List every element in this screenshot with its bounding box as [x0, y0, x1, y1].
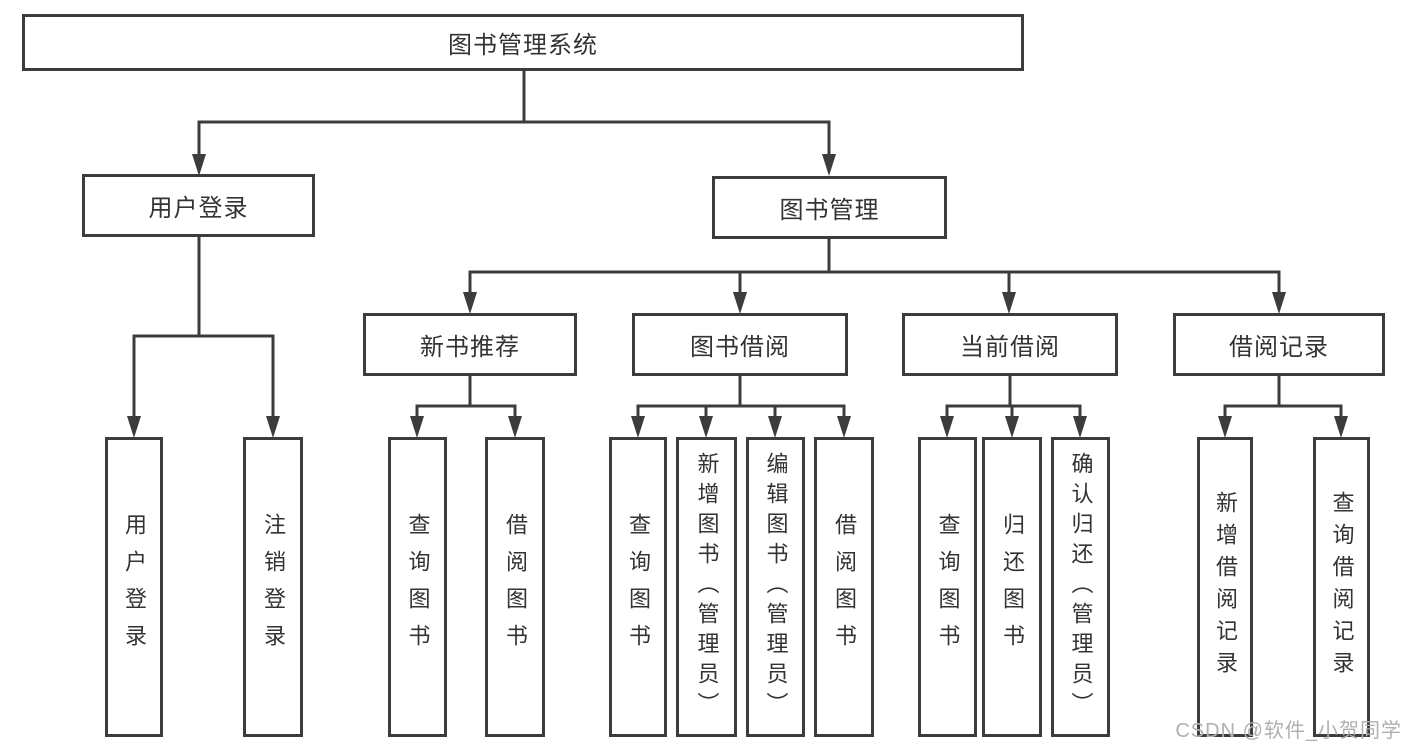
node-label: 借阅图书 [503, 513, 528, 661]
arrowhead-icon [410, 416, 424, 438]
connector-borrowing-children [636, 374, 846, 418]
leaf-current-query-books: 查询图书 [918, 437, 977, 737]
node-book-management: 图书管理 [712, 176, 947, 239]
connector-root-to-level1 [197, 69, 831, 156]
node-label: 查询图书 [626, 513, 651, 661]
node-label: 查询图书 [405, 513, 431, 661]
node-label: 编辑图书（管理员） [763, 452, 789, 722]
node-label: 用户登录 [122, 513, 147, 661]
node-label: 归还图书 [1000, 513, 1025, 661]
arrowhead-icon [266, 416, 280, 438]
node-user-login: 用户登录 [82, 174, 315, 237]
node-current-borrowing: 当前借阅 [902, 313, 1118, 376]
watermark: CSDN @软件_小贺同学 [1175, 720, 1402, 742]
leaf-current-confirm-return-admin: 确认归还（管理员） [1051, 437, 1110, 737]
leaf-logout: 注销登录 [243, 437, 303, 737]
node-label: 查询借阅记录 [1329, 491, 1355, 683]
node-label: 确认归还（管理员） [1068, 452, 1094, 722]
arrowhead-icon [127, 416, 141, 438]
connector-records-children [1223, 374, 1343, 418]
arrowhead-icon [768, 416, 782, 438]
connector-current-children [945, 374, 1082, 418]
leaf-borrowing-borrow-books: 借阅图书 [814, 437, 874, 737]
leaf-user-login: 用户登录 [105, 437, 163, 737]
node-borrowing-records: 借阅记录 [1173, 313, 1385, 376]
arrowhead-icon [1272, 292, 1286, 314]
node-new-book-recommendation: 新书推荐 [363, 313, 577, 376]
arrowhead-icon [192, 154, 206, 176]
arrowhead-icon [1005, 416, 1019, 438]
node-label: 注销登录 [261, 513, 286, 661]
arrowhead-icon [699, 416, 713, 438]
connector-recommendation-children [415, 374, 517, 418]
arrowhead-icon [1218, 416, 1232, 438]
arrowhead-icon [1002, 292, 1016, 314]
arrowhead-icon [463, 292, 477, 314]
arrowhead-icon [1073, 416, 1087, 438]
leaf-borrowing-add-books-admin: 新增图书（管理员） [676, 437, 737, 737]
arrowhead-icon [837, 416, 851, 438]
leaf-borrowing-query-books: 查询图书 [609, 437, 667, 737]
connector-user-login-children [132, 235, 275, 418]
node-label: 查询图书 [935, 513, 961, 661]
leaf-recommend-borrow-books: 借阅图书 [485, 437, 545, 737]
node-library-system: 图书管理系统 [22, 14, 1024, 71]
node-label: 借阅图书 [832, 513, 857, 661]
arrowhead-icon [508, 416, 522, 438]
arrowhead-icon [631, 416, 645, 438]
leaf-records-query-record: 查询借阅记录 [1313, 437, 1370, 737]
node-book-borrowing: 图书借阅 [632, 313, 848, 376]
node-label: 新增借阅记录 [1213, 491, 1238, 683]
leaf-records-add-record: 新增借阅记录 [1197, 437, 1253, 737]
arrowhead-icon [1334, 416, 1348, 438]
leaf-borrowing-edit-books-admin: 编辑图书（管理员） [746, 437, 805, 737]
arrowhead-icon [940, 416, 954, 438]
node-label: 新增图书（管理员） [694, 452, 720, 722]
connector-book-management-children [468, 237, 1281, 294]
leaf-current-return-books: 归还图书 [982, 437, 1042, 737]
arrowhead-icon [733, 292, 747, 314]
arrowhead-icon [822, 154, 836, 176]
leaf-recommend-query-books: 查询图书 [388, 437, 447, 737]
